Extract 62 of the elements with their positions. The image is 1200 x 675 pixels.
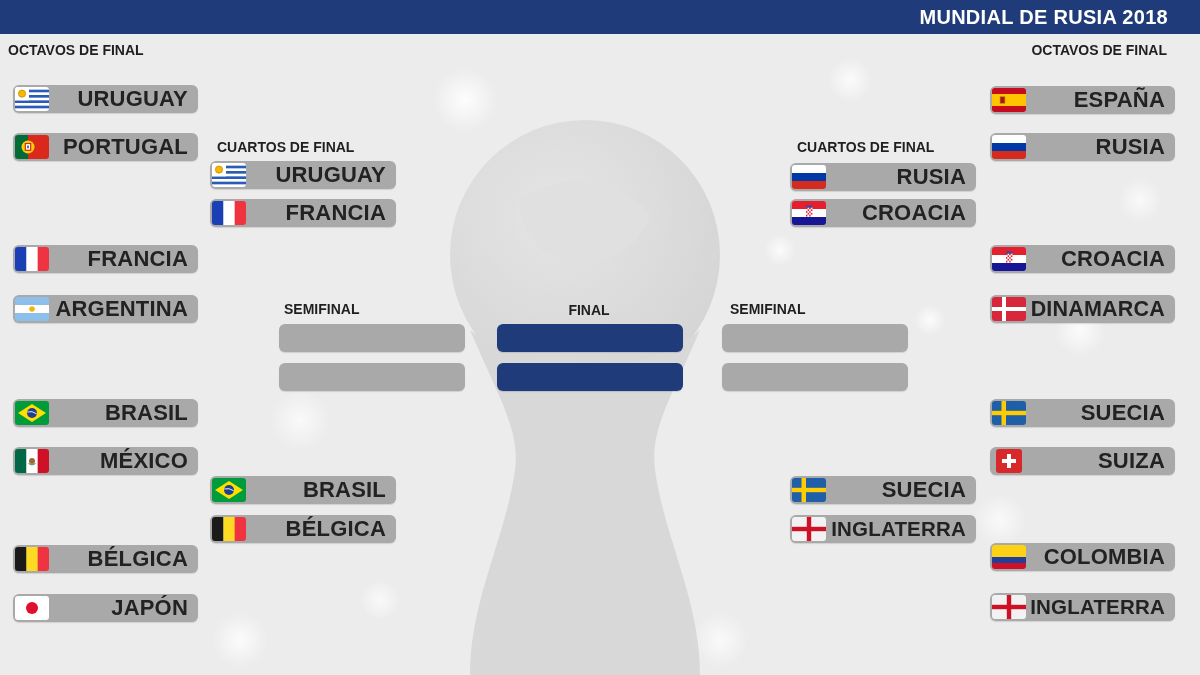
team-name: RUSIA (896, 165, 966, 189)
empty-slot (722, 363, 908, 391)
team-slot (990, 86, 1175, 114)
round-heading: CUARTOS DE FINAL (217, 139, 355, 155)
final-slot (497, 363, 683, 391)
round-heading: CUARTOS DE FINAL (797, 139, 935, 155)
empty-slot (722, 324, 908, 352)
team-slot (13, 245, 198, 273)
team-slot (13, 399, 198, 427)
team-slot (990, 295, 1175, 323)
team-slot (210, 199, 396, 227)
team-slot (790, 163, 976, 191)
team-slot (13, 447, 198, 475)
round-heading: OCTAVOS DE FINAL (8, 42, 144, 58)
round-heading: OCTAVOS DE FINAL (1031, 42, 1167, 58)
team-slot (13, 133, 198, 161)
team-slot (13, 545, 198, 573)
team-name: FRANCIA (87, 247, 188, 271)
empty-slot (279, 324, 465, 352)
team-name: SUIZA (1098, 449, 1165, 473)
team-slot (990, 543, 1175, 571)
round-heading: SEMIFINAL (730, 301, 806, 317)
team-slot (210, 515, 396, 543)
team-slot (13, 85, 198, 113)
team-name: BÉLGICA (87, 547, 188, 571)
team-name: BRASIL (104, 401, 188, 425)
team-name: FRANCIA (285, 201, 386, 225)
team-slot (790, 515, 976, 543)
team-name: BÉLGICA (285, 517, 386, 541)
team-name: RUSIA (1095, 135, 1165, 159)
team-name: COLOMBIA (1043, 545, 1165, 569)
team-slot (210, 476, 396, 504)
team-name: INGLATERRA (831, 518, 966, 540)
team-name: CROACIA (861, 201, 966, 225)
team-slot (990, 593, 1175, 621)
team-name: JAPÓN (111, 596, 188, 620)
empty-slot (279, 363, 465, 391)
team-name: INGLATERRA (1030, 596, 1165, 618)
team-slot (990, 399, 1175, 427)
team-name: MÉXICO (100, 449, 188, 473)
team-slot (210, 161, 396, 189)
team-name: CROACIA (1060, 247, 1165, 271)
team-slot (990, 133, 1175, 161)
team-slot (790, 199, 976, 227)
team-name: BRASIL (302, 478, 386, 502)
team-name: SUECIA (1080, 401, 1165, 425)
final-slot (497, 324, 683, 352)
team-name: ARGENTINA (55, 297, 188, 321)
round-heading: FINAL (568, 302, 610, 318)
team-name: SUECIA (881, 478, 966, 502)
round-heading: SEMIFINAL (284, 301, 360, 317)
team-slot (790, 476, 976, 504)
team-slot (990, 447, 1175, 475)
page-title: MUNDIAL DE RUSIA 2018 (919, 6, 1168, 28)
team-name: URUGUAY (275, 163, 386, 187)
team-name: PORTUGAL (62, 135, 188, 159)
team-slot (13, 295, 198, 323)
team-name: URUGUAY (77, 87, 188, 111)
team-slot (13, 594, 198, 622)
team-name: DINAMARCA (1030, 297, 1165, 321)
team-name: ESPAÑA (1073, 88, 1165, 112)
team-slot (990, 245, 1175, 273)
